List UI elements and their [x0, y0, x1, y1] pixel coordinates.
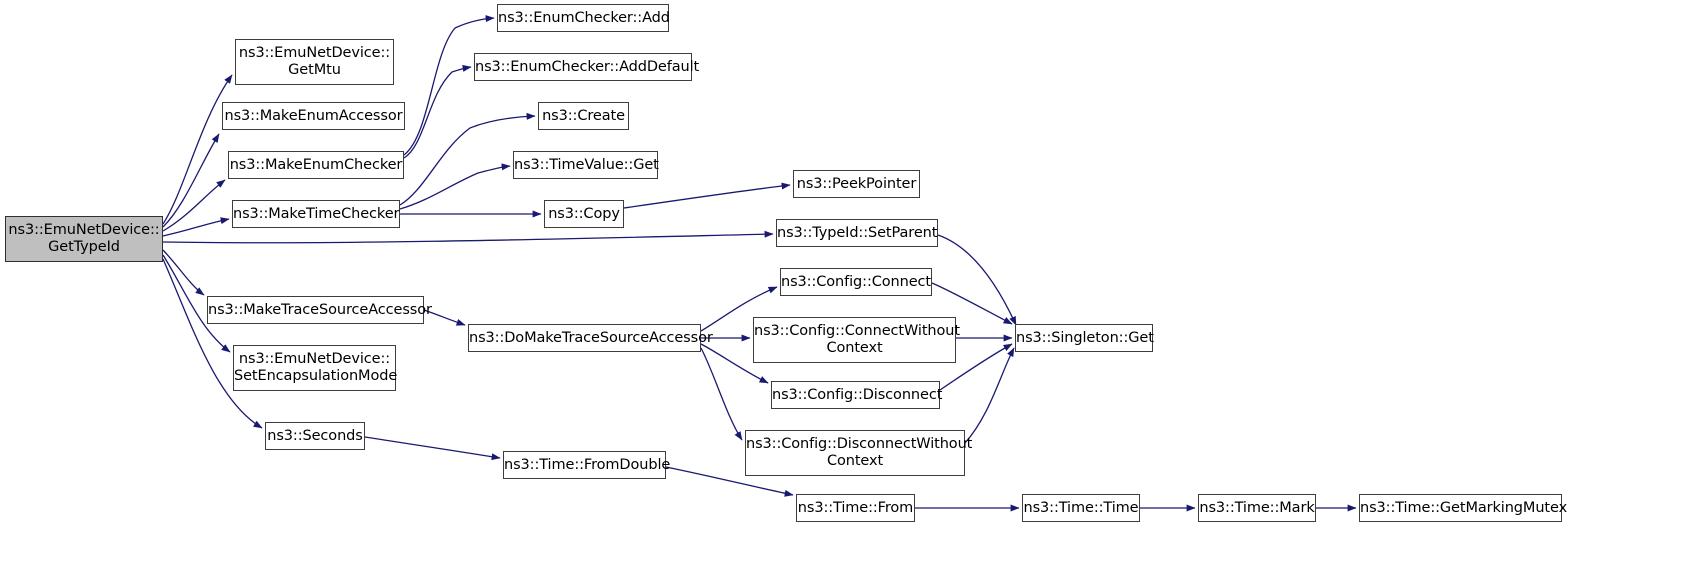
- graph-node-label: ns3::MakeEnumChecker: [229, 156, 403, 173]
- graph-node[interactable]: ns3::Time::GetMarkingMutex: [1359, 494, 1568, 522]
- call-edge: [162, 230, 774, 244]
- graph-node[interactable]: ns3::MakeTraceSourceAccessor: [207, 296, 432, 324]
- graph-node[interactable]: ns3::MakeTimeChecker: [232, 200, 400, 228]
- graph-node-label: ns3::Config::DisconnectWithout Context: [746, 436, 973, 469]
- graph-node-label: ns3::Create: [542, 107, 625, 124]
- graph-node-label: ns3::Config::Disconnect: [772, 386, 943, 403]
- call-edge: [399, 163, 511, 210]
- call-edge: [403, 15, 495, 156]
- graph-node[interactable]: ns3::Config::Connect: [780, 268, 932, 296]
- graph-node-label: ns3::Time::Time: [1023, 499, 1139, 516]
- graph-node-label: ns3::EmuNetDevice:: GetTypeId: [8, 222, 160, 255]
- graph-node[interactable]: ns3::Time::Time: [1022, 494, 1140, 522]
- graph-node-label: ns3::EmuNetDevice:: GetMtu: [238, 45, 391, 78]
- graph-node[interactable]: ns3::Time::Mark: [1198, 494, 1316, 522]
- call-edge: [162, 74, 233, 225]
- call-edge: [403, 64, 472, 159]
- graph-node[interactable]: ns3::Time::FromDouble: [503, 451, 671, 479]
- graph-node-label: ns3::EnumChecker::Add: [498, 9, 670, 26]
- graph-node[interactable]: ns3::MakeEnumChecker: [228, 151, 404, 179]
- call-edge: [623, 182, 791, 209]
- graph-node-label: ns3::DoMakeTraceSourceAccessor: [469, 329, 713, 346]
- call-edge: [364, 436, 501, 461]
- call-edge: [162, 258, 263, 429]
- graph-node-label: ns3::Time::FromDouble: [504, 456, 671, 473]
- graph-node-label: ns3::Time::Mark: [1199, 499, 1315, 516]
- call-edge: [162, 179, 226, 232]
- graph-node[interactable]: ns3::Copy: [544, 200, 624, 228]
- graph-node[interactable]: ns3::MakeEnumAccessor: [222, 102, 405, 130]
- graph-node-label: ns3::Singleton::Get: [1016, 329, 1154, 346]
- call-edge: [162, 249, 205, 296]
- graph-node-label: ns3::TimeValue::Get: [514, 156, 659, 173]
- graph-node-label: ns3::EmuNetDevice:: SetEncapsulationMode: [234, 351, 398, 384]
- graph-node[interactable]: ns3::Create: [538, 102, 629, 130]
- graph-node[interactable]: ns3::DoMakeTraceSourceAccessor: [468, 324, 713, 352]
- graph-node[interactable]: ns3::Config::ConnectWithout Context: [753, 317, 960, 363]
- graph-node[interactable]: ns3::Config::Disconnect: [771, 381, 943, 409]
- call-edge: [162, 217, 230, 237]
- graph-node-label: ns3::MakeTraceSourceAccessor: [208, 301, 432, 318]
- graph-node[interactable]: ns3::PeekPointer: [793, 170, 920, 198]
- graph-node-label: ns3::PeekPointer: [796, 175, 917, 192]
- graph-node[interactable]: ns3::Config::DisconnectWithout Context: [745, 430, 973, 476]
- graph-node-label: ns3::Config::Connect: [781, 273, 931, 290]
- graph-node-label: ns3::EnumChecker::AddDefault: [475, 58, 700, 75]
- graph-node-label: ns3::Time::GetMarkingMutex: [1360, 499, 1568, 516]
- call-edge: [937, 234, 1017, 326]
- graph-node-label: ns3::MakeTimeChecker: [233, 205, 400, 222]
- graph-node[interactable]: ns3::Time::From: [796, 494, 915, 522]
- call-edge: [700, 347, 743, 441]
- graph-node-label: ns3::Time::From: [797, 499, 914, 516]
- graph-node[interactable]: ns3::Singleton::Get: [1015, 324, 1154, 352]
- graph-node[interactable]: ns3::TimeValue::Get: [513, 151, 659, 179]
- graph-node[interactable]: ns3::EnumChecker::Add: [497, 4, 670, 32]
- graph-node-current[interactable]: ns3::EmuNetDevice:: GetTypeId: [5, 216, 163, 262]
- graph-node-label: ns3::Copy: [548, 205, 620, 222]
- graph-node[interactable]: ns3::Seconds: [265, 422, 365, 450]
- graph-node[interactable]: ns3::EmuNetDevice:: SetEncapsulationMode: [233, 345, 398, 391]
- graph-node[interactable]: ns3::EmuNetDevice:: GetMtu: [235, 39, 394, 85]
- graph-node[interactable]: ns3::TypeId::SetParent: [776, 219, 938, 247]
- graph-node-label: ns3::Seconds: [267, 427, 363, 444]
- graph-node[interactable]: ns3::EnumChecker::AddDefault: [474, 53, 700, 81]
- graph-node-label: ns3::TypeId::SetParent: [777, 224, 938, 241]
- graph-node-label: ns3::MakeEnumAccessor: [224, 107, 403, 124]
- call-edge: [162, 133, 220, 228]
- call-edge: [964, 347, 1015, 444]
- graph-node-label: ns3::Config::ConnectWithout Context: [754, 323, 960, 356]
